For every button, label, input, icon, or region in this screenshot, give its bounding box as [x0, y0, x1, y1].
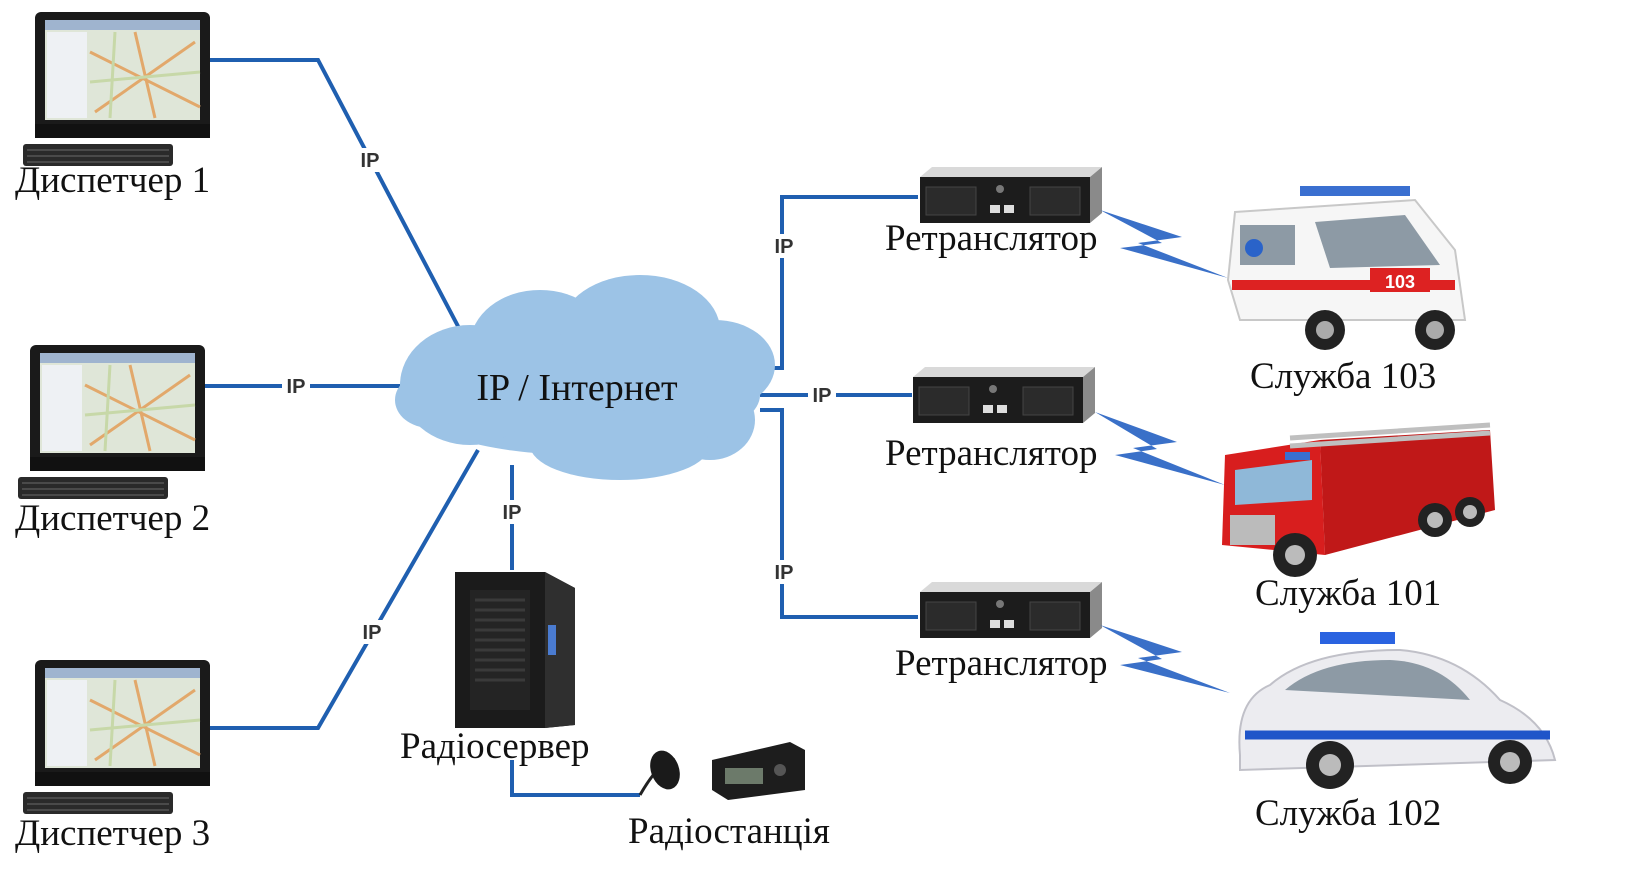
repeater-2: Ретранслятор — [885, 366, 1097, 474]
service-102: Служба 102 — [1238, 632, 1557, 834]
service-label: Служба 101 — [1255, 573, 1441, 614]
service-101: Служба 101 — [1222, 422, 1495, 614]
cloud-label: IP / Інтернет — [476, 367, 678, 409]
service-label: Служба 103 — [1250, 356, 1436, 397]
mobile-radio-icon — [638, 742, 805, 800]
dispatcher-label: Диспетчер 1 — [15, 160, 210, 201]
ip-label: IP — [361, 150, 380, 172]
repeater-3: Ретранслятор — [895, 581, 1107, 684]
repeater-label: Ретранслятор — [885, 433, 1097, 474]
ip-label: IP — [775, 562, 794, 584]
fire-truck-icon — [1222, 422, 1495, 577]
repeater-icon — [912, 366, 1096, 424]
ambulance-icon: 103 — [1226, 186, 1467, 350]
radio-server: Радіосервер — [400, 572, 590, 767]
dispatcher-label: Диспетчер 3 — [15, 813, 210, 854]
link-repeater-3 — [760, 408, 918, 619]
lightning-icon — [1100, 625, 1230, 693]
dispatcher-2: Диспетчер 2 — [15, 343, 210, 539]
lightning-icon — [1100, 210, 1228, 278]
ip-label: IP — [363, 622, 382, 644]
link-radio — [510, 760, 640, 797]
workstation-icon — [21, 658, 212, 816]
radio-label: Радіостанція — [628, 811, 830, 852]
server-label: Радіосервер — [400, 726, 590, 767]
repeater-1: Ретранслятор — [885, 166, 1103, 259]
dispatcher-label: Диспетчер 2 — [15, 498, 210, 539]
connection-lines — [205, 58, 918, 797]
radio-links — [1095, 210, 1230, 693]
ip-label: IP — [813, 385, 832, 407]
ip-labels: IP IP IP IP IP IP IP — [282, 148, 836, 644]
repeater-icon — [919, 581, 1103, 639]
ip-label: IP — [775, 236, 794, 258]
repeater-icon — [919, 166, 1103, 224]
repeater-label: Ретранслятор — [895, 643, 1107, 684]
dispatcher-1: Диспетчер 1 — [15, 10, 212, 201]
workstation-icon — [16, 343, 207, 501]
police-car-icon — [1238, 632, 1557, 789]
service-103: 103 Служба 103 — [1226, 186, 1467, 397]
ip-label: IP — [503, 502, 522, 524]
ambulance-number: 103 — [1385, 272, 1415, 292]
link-dispatcher-1 — [210, 58, 462, 331]
service-label: Служба 102 — [1255, 793, 1441, 834]
link-repeater-1 — [770, 195, 918, 370]
workstation-icon — [21, 10, 212, 168]
server-tower-icon — [455, 572, 575, 728]
link-dispatcher-3 — [205, 449, 480, 730]
dispatcher-3: Диспетчер 3 — [15, 658, 212, 854]
repeater-label: Ретранслятор — [885, 218, 1097, 259]
radio-station: Радіостанція — [628, 742, 830, 852]
lightning-icon — [1095, 412, 1225, 485]
ip-label: IP — [287, 376, 306, 398]
internet-cloud: IP / Інтернет — [395, 275, 775, 480]
